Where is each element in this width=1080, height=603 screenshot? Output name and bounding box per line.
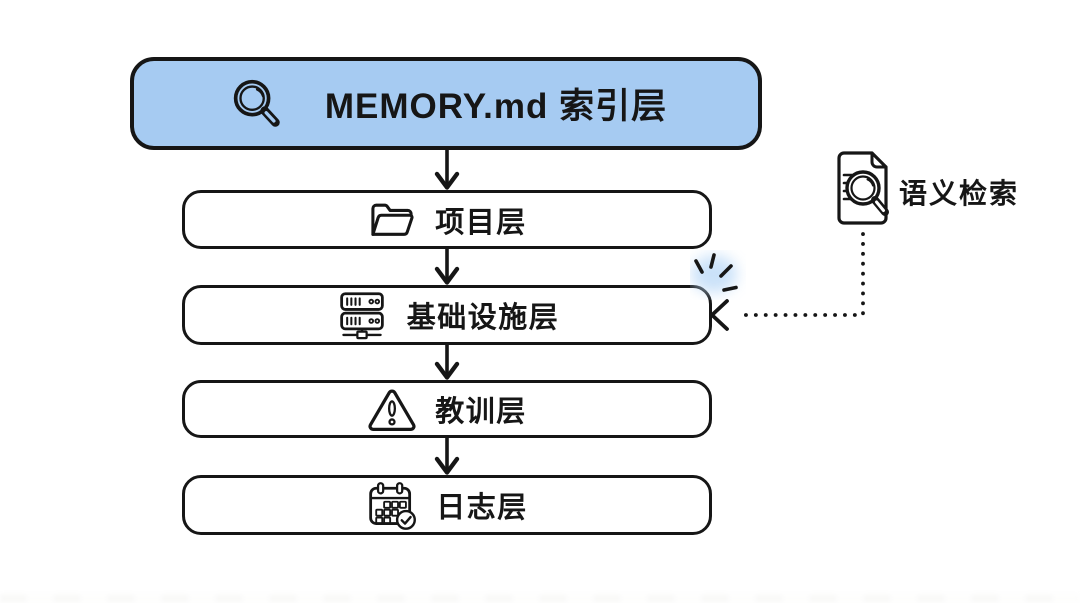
- sparkle-highlight-icon: [691, 253, 738, 293]
- lessons-layer-label: 教训层: [435, 396, 527, 428]
- semantic-search-label: 语义检索: [899, 178, 1020, 209]
- logs-layer-box: 日志层: [182, 475, 712, 535]
- index-layer-box: MEMORY.md 索引层: [130, 57, 762, 150]
- semantic-search-connector-arrow: [710, 232, 865, 331]
- infrastructure-layer-box: 基础设施层: [182, 285, 712, 345]
- warning-triangle-icon: [367, 387, 417, 431]
- flow-arrow-down: [434, 150, 460, 190]
- flow-arrow-down: [434, 340, 460, 380]
- document-search-icon: [837, 151, 889, 225]
- lessons-layer-box: 教训层: [182, 380, 712, 438]
- flow-arrow-down: [434, 435, 460, 475]
- index-layer-label: MEMORY.md 索引层: [324, 87, 668, 126]
- infrastructure-layer-label: 基础设施层: [406, 302, 560, 334]
- project-layer-box: 项目层: [182, 190, 712, 249]
- bottom-cropped-text-edge: [0, 594, 1080, 603]
- magnifier-icon: [225, 73, 287, 135]
- logs-layer-label: 日志层: [436, 492, 528, 524]
- project-layer-label: 项目层: [435, 206, 527, 239]
- folder-icon: [367, 199, 417, 241]
- server-icon: [335, 290, 389, 340]
- calendar-check-icon: [366, 480, 418, 530]
- flow-arrow-down: [434, 245, 460, 285]
